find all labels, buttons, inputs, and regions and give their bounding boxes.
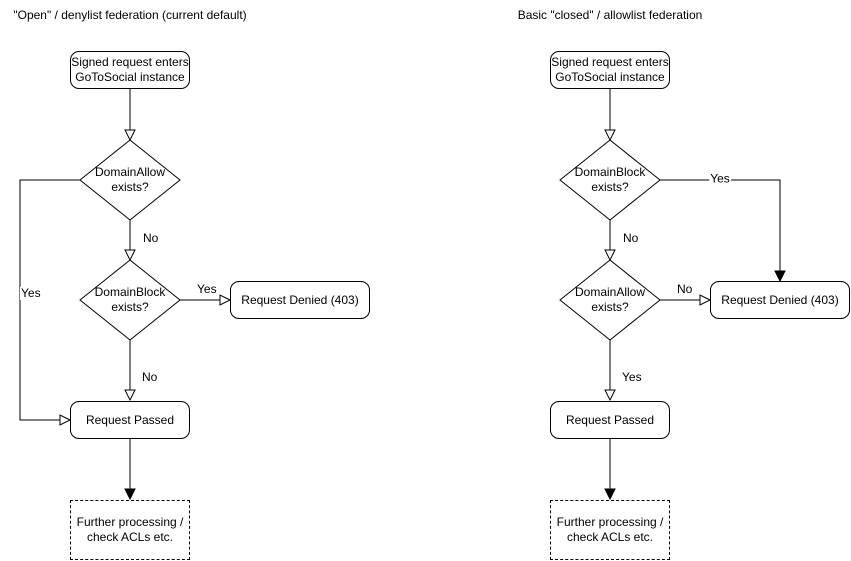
arrowhead-open-icon xyxy=(604,389,616,402)
connector xyxy=(19,179,80,421)
right-decision-1-down-label: No xyxy=(622,231,640,245)
arrowhead-filled-icon xyxy=(774,270,786,283)
left-chart-title: "Open" / denylist federation (current de… xyxy=(13,8,247,22)
decision-diamond xyxy=(79,139,181,221)
arrowhead-open-icon xyxy=(124,389,136,402)
decision-diamond xyxy=(79,259,181,341)
left-request-denied-node: Request Denied (403) xyxy=(230,281,370,319)
left-start-node: Signed request enters GoToSocial instanc… xyxy=(70,51,190,89)
arrowhead-filled-icon xyxy=(604,488,616,501)
right-decision-2-branch-label: No xyxy=(676,282,694,296)
arrowhead-open-icon xyxy=(124,129,136,142)
right-further-processing-node: Further processing / check ACLs etc. xyxy=(550,500,670,560)
arrowhead-filled-icon xyxy=(124,488,136,501)
arrowhead-open-icon xyxy=(59,414,72,426)
arrowhead-open-icon xyxy=(124,249,136,262)
left-request-passed-node: Request Passed xyxy=(70,401,190,439)
arrowhead-open-icon xyxy=(219,294,232,306)
right-start-node: Signed request enters GoToSocial instanc… xyxy=(550,51,670,89)
right-request-denied-node: Request Denied (403) xyxy=(710,281,850,319)
left-decision-2-down-label: No xyxy=(141,370,159,384)
arrowhead-open-icon xyxy=(604,129,616,142)
arrowhead-open-icon xyxy=(699,294,712,306)
decision-diamond xyxy=(559,139,661,221)
arrowhead-open-icon xyxy=(604,249,616,262)
right-chart-wires xyxy=(559,89,786,501)
right-decision-2-down-label: Yes xyxy=(621,370,643,384)
decision-diamond xyxy=(559,259,661,341)
right-decision-1-branch-label: Yes xyxy=(709,171,731,186)
left-chart-wires xyxy=(19,89,232,501)
left-decision-1-down-label: No xyxy=(142,231,160,245)
connector xyxy=(660,179,781,271)
right-request-passed-node: Request Passed xyxy=(550,401,670,439)
left-decision-1-branch-label: Yes xyxy=(20,286,42,300)
left-decision-2-branch-label: Yes xyxy=(196,282,218,296)
left-further-processing-node: Further processing / check ACLs etc. xyxy=(70,500,190,560)
right-chart-title: Basic "closed" / allowlist federation xyxy=(517,8,703,22)
